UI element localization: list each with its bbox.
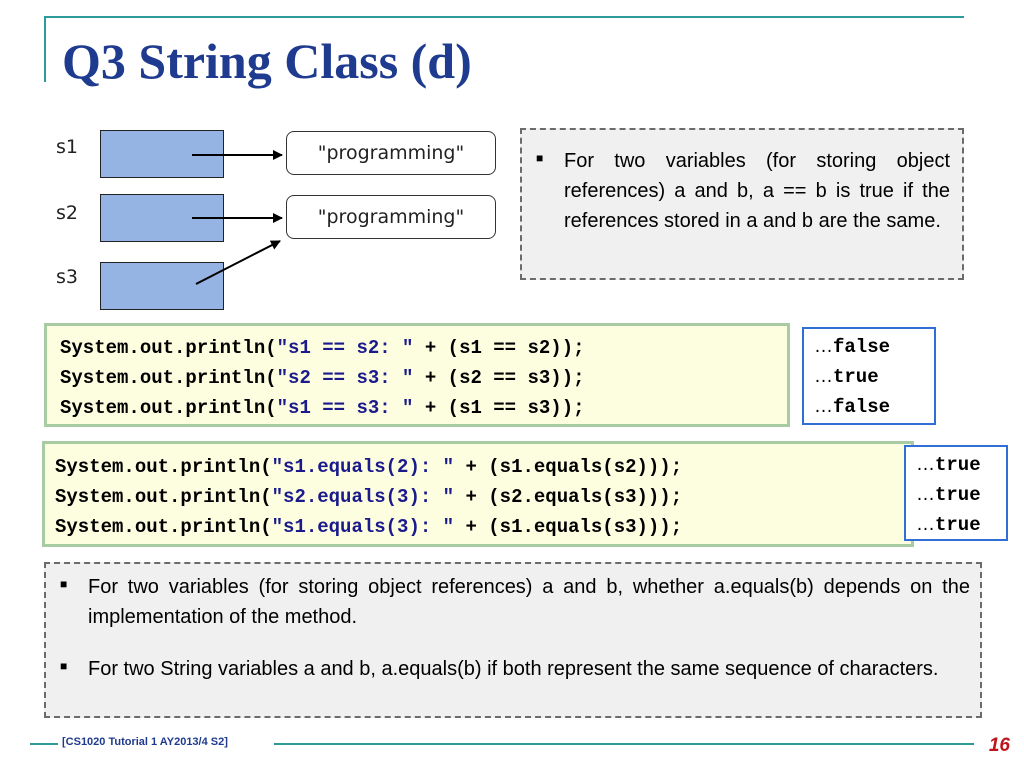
footer-line-right [274, 743, 974, 745]
note-bullet-1: ■ For two variables (for storing object … [60, 572, 970, 632]
output-line-3: …false [814, 396, 891, 418]
var-box-s3 [100, 262, 224, 310]
footer-line-left [30, 743, 58, 745]
output-line-5: …true [916, 484, 981, 506]
frame-top-line [44, 16, 964, 18]
output-line-1: …false [814, 336, 891, 358]
output-line-6: …true [916, 514, 981, 536]
code-block-equality: System.out.println("s1 == s2: " + (s1 ==… [44, 323, 790, 427]
square-bullet-icon: ■ [60, 577, 68, 591]
note-equals-method: ■ For two variables (for storing object … [44, 562, 982, 718]
note-text-2: For two String variables a and b, a.equa… [88, 658, 939, 680]
output-line-2: …true [814, 366, 879, 388]
string-object-1: "programming" [286, 131, 496, 175]
var-label-s3: s3 [56, 266, 78, 288]
frame-left-line [44, 16, 46, 82]
note-bullet-2: ■ For two String variables a and b, a.eq… [60, 654, 970, 684]
var-label-s2: s2 [56, 202, 78, 224]
code-line-4: System.out.println("s1.equals(2): " + (s… [55, 456, 683, 478]
code-line-1: System.out.println("s1 == s2: " + (s1 ==… [60, 337, 585, 359]
arrow-s3 [195, 240, 281, 285]
slide-title: Q3 String Class (d) [62, 33, 472, 89]
note-bullet: ■ For two variables (for storing object … [536, 146, 950, 236]
code-block-equals: System.out.println("s1.equals(2): " + (s… [42, 441, 914, 547]
code-line-2: System.out.println("s2 == s3: " + (s2 ==… [60, 367, 585, 389]
code-line-6: System.out.println("s1.equals(3): " + (s… [55, 516, 683, 538]
code-line-5: System.out.println("s2.equals(3): " + (s… [55, 486, 683, 508]
string-object-2: "programming" [286, 195, 496, 239]
note-reference-equality: ■ For two variables (for storing object … [520, 128, 964, 280]
square-bullet-icon: ■ [60, 659, 68, 673]
var-label-s1: s1 [56, 136, 78, 158]
note-text: For two variables (for storing object re… [564, 150, 950, 232]
code-line-3: System.out.println("s1 == s3: " + (s1 ==… [60, 397, 585, 419]
square-bullet-icon: ■ [536, 151, 544, 165]
output-box-equality: …false …true …false [802, 327, 936, 425]
output-line-4: …true [916, 454, 981, 476]
footer-course-label: [CS1020 Tutorial 1 AY2013/4 S2] [62, 736, 228, 748]
page-number: 16 [988, 735, 1010, 756]
note-text-1: For two variables (for storing object re… [88, 576, 970, 628]
output-box-equals: …true …true …true [904, 445, 1008, 541]
